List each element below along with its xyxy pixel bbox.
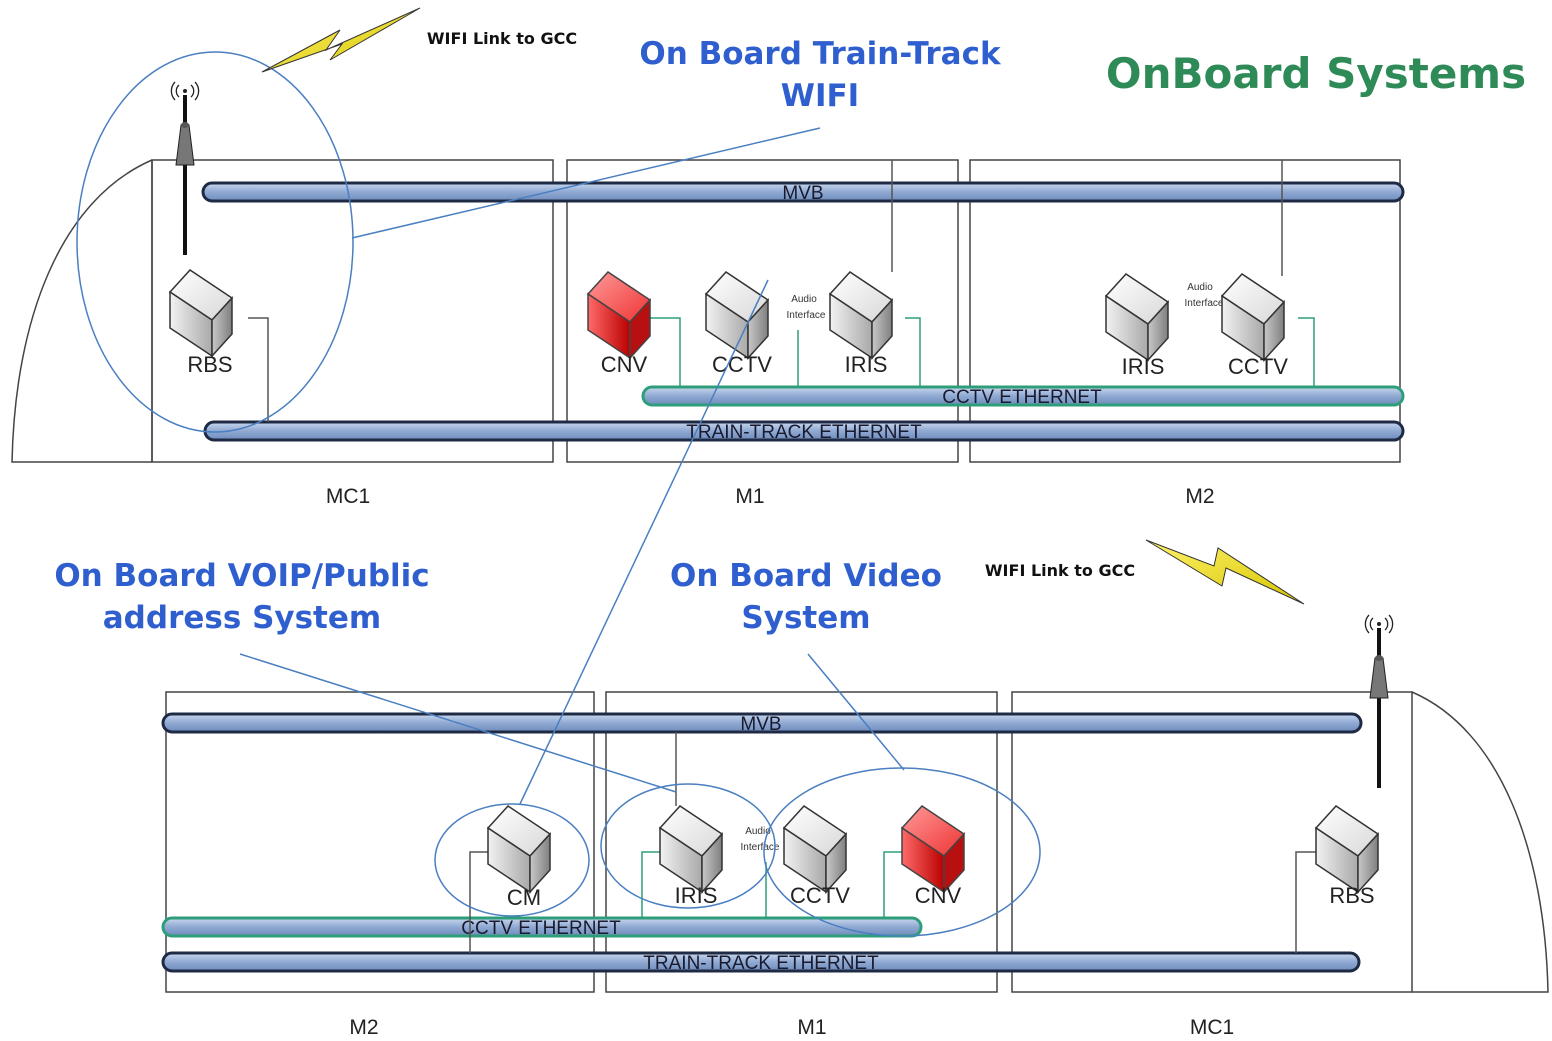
cctv-device-top-m2 xyxy=(1221,273,1285,361)
cm-zone-ellipse xyxy=(434,803,590,917)
interface-label-bottom: Interface xyxy=(741,842,780,853)
interface-label-top-m1: Interface xyxy=(787,310,826,321)
car-m1-top xyxy=(566,159,959,463)
device-label-cctv-top-m1: CCTV xyxy=(712,352,772,377)
audio-label-top-m1: Audio xyxy=(791,294,817,305)
cctv-ethernet-label-top: CCTV ETHERNET xyxy=(942,387,1102,408)
cm-device xyxy=(487,805,551,893)
car-m2-bottom xyxy=(165,691,595,993)
interface-label-top-m2: Interface xyxy=(1185,298,1224,309)
video-title-line2: System xyxy=(741,600,870,636)
device-label-rbs-bottom: RBS xyxy=(1329,883,1374,908)
rbs-device-top xyxy=(169,269,233,357)
iris-device-bottom xyxy=(659,805,723,893)
car-label-m2-bottom: M2 xyxy=(349,1016,378,1039)
cctv-ethernet-bus-bottom xyxy=(161,916,923,938)
device-label-iris-top-m1: IRIS xyxy=(845,352,888,377)
train-track-wifi-title-line2: WIFI xyxy=(781,78,859,114)
mc1-cab-nose-bottom xyxy=(1411,691,1549,993)
car-m2-top xyxy=(969,159,1401,463)
train-track-wifi-title-line1: On Board Train-Track xyxy=(639,36,1002,72)
iris-device-top-m2 xyxy=(1105,273,1169,361)
car-label-mc1-top: MC1 xyxy=(326,485,370,508)
bottom-train: MVB CCTV ETHERNET TRAIN-TRACK ETHERNET C… xyxy=(161,614,1549,1039)
mc1-cab-nose xyxy=(11,159,153,463)
car-label-mc1-bottom: MC1 xyxy=(1190,1016,1234,1039)
cctv-ethernet-bus-top xyxy=(641,385,1405,407)
audio-label-top-m2: Audio xyxy=(1187,282,1213,293)
cctv-ethernet-label-bottom: CCTV ETHERNET xyxy=(461,918,621,939)
wifi-bolt-icon-bottom xyxy=(1145,539,1305,605)
wifi-leader-line xyxy=(351,127,821,239)
video-leader-line xyxy=(807,653,905,771)
cctv-device-bottom xyxy=(783,805,847,893)
iris-zone-ellipse xyxy=(600,783,776,909)
train-track-ethernet-label-bottom: TRAIN-TRACK ETHERNET xyxy=(643,953,879,974)
car-label-m2-top: M2 xyxy=(1185,485,1214,508)
device-label-rbs-top: RBS xyxy=(187,352,232,377)
device-label-cctv-top-m2: CCTV xyxy=(1228,354,1288,379)
device-label-cctv-bottom: CCTV xyxy=(790,883,850,908)
train-track-ethernet-label-top: TRAIN-TRACK ETHERNET xyxy=(686,422,922,443)
wifi-link-label-bottom: WIFI Link to GCC xyxy=(985,561,1135,580)
rbs-device-bottom xyxy=(1315,805,1379,893)
device-label-cnv-top: CNV xyxy=(601,352,648,377)
mvb-label-bottom: MVB xyxy=(740,714,781,735)
car-label-m1-bottom: M1 xyxy=(797,1016,826,1039)
callout-outlines xyxy=(76,51,1041,937)
cnv-device-bottom xyxy=(901,805,965,893)
voip-title-line1: On Board VOIP/Public xyxy=(54,558,429,594)
voip-leader-line-iris xyxy=(239,653,677,793)
wifi-link-label-top: WIFI Link to GCC xyxy=(427,29,577,48)
iris-device-top-m1 xyxy=(829,271,893,359)
cnv-device-top xyxy=(587,271,651,359)
wifi-zone-ellipse xyxy=(76,51,354,433)
device-label-iris-bottom: IRIS xyxy=(675,883,718,908)
device-label-cm: CM xyxy=(507,885,541,910)
car-mc1-bottom xyxy=(1011,691,1413,993)
audio-label-bottom: Audio xyxy=(745,826,771,837)
car-m1-bottom xyxy=(605,691,998,993)
video-title-line1: On Board Video xyxy=(670,558,942,594)
voip-title-line2: address System xyxy=(103,600,381,636)
car-mc1-top xyxy=(151,159,554,463)
wifi-bolt-icon-top xyxy=(261,7,421,73)
car-label-m1-top: M1 xyxy=(735,485,764,508)
voip-leader-line-cm xyxy=(519,279,769,805)
device-label-cnv-bottom: CNV xyxy=(915,883,962,908)
device-label-iris-top-m2: IRIS xyxy=(1122,354,1165,379)
antenna-icon xyxy=(170,81,200,256)
page-title: OnBoard Systems xyxy=(1106,49,1526,98)
mvb-bus-top xyxy=(201,181,1405,203)
top-train: MVB CCTV ETHERNET TRAIN-TRACK ETHERNET R… xyxy=(11,81,1405,508)
antenna-icon-bottom xyxy=(1364,614,1394,789)
mvb-label-top: MVB xyxy=(782,183,823,204)
train-track-ethernet-bus-bottom xyxy=(161,951,1361,973)
mvb-bus-bottom xyxy=(161,712,1363,734)
